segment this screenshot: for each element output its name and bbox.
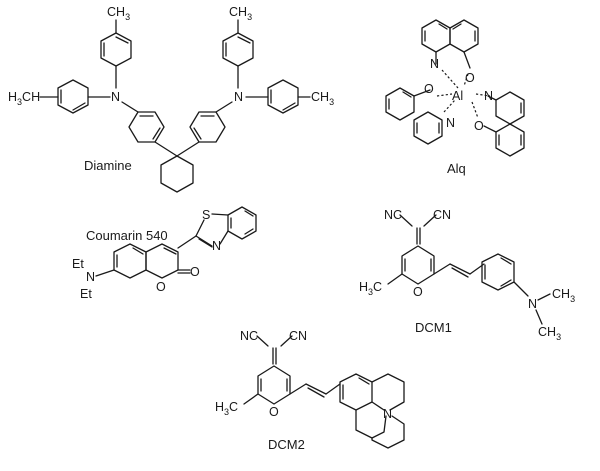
alq-n-left: N [446,116,455,130]
coumarin-o-carbonyl: O [190,265,200,279]
diamine-ch3-top-right: CH3 [229,5,252,22]
alq-structure [385,19,525,157]
alq-o-right: O [474,119,484,133]
dcm1-ch3-upper: CH3 [552,287,575,304]
alq-al: Al [452,89,463,103]
diamine-ch3-right: CH3 [311,90,334,107]
coumarin-o-ring: O [156,280,166,294]
alq-label: Alq [447,161,466,176]
dcm1-n: N [528,297,537,311]
alq-n-top: N [430,57,439,71]
coumarin-n: N [212,239,221,253]
coumarin-et-top: Et [72,257,84,271]
coumarin-n-amine: N [86,270,95,284]
coumarin-structure [95,206,257,279]
diamine-n-left: N [111,90,120,104]
diamine-structure [39,19,311,193]
dcm1-cn: CN [433,208,451,222]
dcm2-cn: CN [289,329,307,343]
alq-o-top: O [465,71,475,85]
dcm2-structure [243,335,405,449]
diamine-h3c-left: H3CH [8,90,40,107]
dcm1-nc: NC [384,208,402,222]
dcm1-label: DCM1 [415,320,452,335]
dcm2-h3c: H3C [215,400,238,417]
dcm1-structure [387,214,529,297]
diamine-label: Diamine [84,158,132,173]
dcm1-o: O [413,285,423,299]
dcm1-methyl-bond-2 [535,309,543,325]
diamine-ch3-top-left: CH3 [107,5,130,22]
diamine-n-right: N [234,90,243,104]
coumarin-label: Coumarin 540 [86,228,168,243]
dcm1-h3c: H3C [359,280,382,297]
dcm2-nc: NC [240,329,258,343]
dcm2-n: N [383,407,392,421]
dcm1-methyl-bond-1 [537,293,551,301]
dcm2-o: O [269,405,279,419]
dcm2-label: DCM2 [268,437,305,452]
dcm1-ch3-lower: CH3 [538,325,561,342]
coumarin-s: S [202,208,210,222]
coumarin-et-bottom: Et [80,287,92,301]
alq-n-right: N [484,89,493,103]
alq-o-left: O [424,82,434,96]
